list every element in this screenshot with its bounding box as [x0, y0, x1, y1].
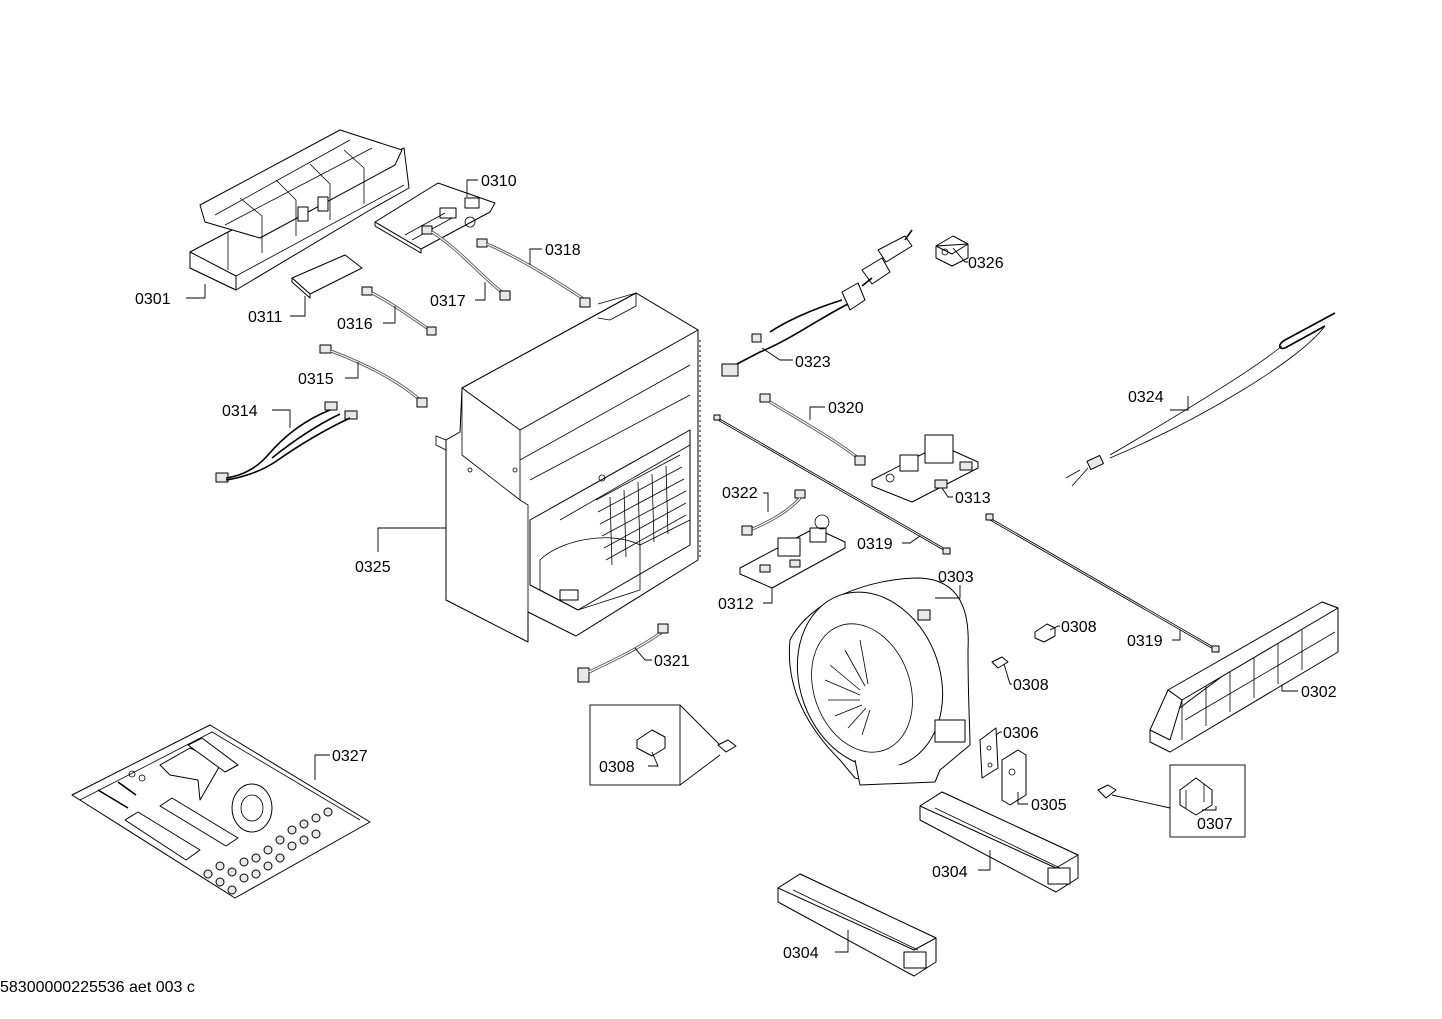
label-0323: 0323 [795, 354, 831, 371]
label-0312: 0312 [718, 596, 754, 613]
leader-0325 [377, 527, 446, 552]
label-0308b: 0308 [1013, 677, 1049, 694]
label-0326: 0326 [968, 255, 1004, 272]
leader-0303 [935, 585, 961, 599]
part-0305-bracket[interactable] [1001, 749, 1027, 806]
label-0301: 0301 [135, 291, 171, 308]
label-0320: 0320 [828, 400, 864, 417]
part-0325-oven-housing[interactable] [435, 292, 701, 643]
leader-0316 [383, 306, 396, 324]
part-0316-cable[interactable] [361, 286, 437, 336]
leader-0304a [978, 850, 991, 871]
part-0312-relay-board[interactable] [739, 514, 846, 589]
part-0317-cable[interactable] [421, 225, 511, 301]
label-0308c: 0308 [599, 759, 635, 776]
leader-0321 [634, 647, 652, 661]
leader-0308a [1049, 625, 1060, 631]
leader-0304b [835, 930, 849, 953]
screw-set [203, 807, 333, 895]
part-0303-fan-housing[interactable] [773, 571, 971, 788]
label-0314: 0314 [222, 403, 258, 420]
part-0302-duct-cover[interactable] [1149, 601, 1339, 753]
label-0324: 0324 [1128, 389, 1164, 406]
part-0301-duct-frame[interactable] [189, 129, 410, 291]
leader-0326 [952, 247, 968, 263]
leader-0322 [763, 492, 769, 512]
document-reference: 58300000225536 aet 003 c [0, 979, 195, 996]
part-0313-power-module[interactable] [871, 434, 979, 503]
leader-0302 [1281, 685, 1298, 692]
leader-0308c [648, 751, 659, 767]
part-0310-control-board[interactable] [374, 182, 496, 254]
label-0304a: 0304 [932, 864, 968, 881]
leader-0324 [1170, 396, 1189, 411]
label-0322: 0322 [722, 485, 758, 502]
leader-0315 [345, 362, 359, 379]
part-0324-temperature-sensor[interactable] [1065, 312, 1336, 487]
label-0318: 0318 [545, 242, 581, 259]
part-0307-clamp-detail[interactable] [1097, 764, 1246, 838]
label-0302: 0302 [1301, 684, 1337, 701]
label-0321: 0321 [654, 653, 690, 670]
leader-0308b [1003, 663, 1012, 685]
leader-0318 [529, 248, 542, 265]
part-0321-cable[interactable] [577, 623, 669, 683]
leader-0317 [475, 282, 486, 301]
part-0308-clip-a[interactable] [1034, 623, 1056, 643]
part-0319-lead-upper[interactable] [713, 414, 951, 555]
part-0314-harness[interactable] [215, 401, 358, 483]
leader-0327 [314, 754, 330, 780]
label-0316: 0316 [337, 316, 373, 333]
label-0319b: 0319 [1127, 633, 1163, 650]
part-0315-cable[interactable] [319, 344, 428, 408]
part-0323-power-cable[interactable] [721, 229, 913, 377]
chassis-mesh [595, 454, 687, 566]
part-0319-lead-lower[interactable] [985, 513, 1220, 653]
leader-0323 [761, 347, 793, 361]
leader-0314 [272, 409, 291, 428]
part-0308-clip-b[interactable] [991, 656, 1009, 669]
leader-0312 [763, 588, 773, 604]
part-0311-cover-plate[interactable] [291, 254, 363, 299]
part-0327-accessory-kit[interactable] [71, 724, 371, 899]
label-0325: 0325 [355, 559, 391, 576]
leader-0306 [995, 731, 1002, 736]
label-0313: 0313 [955, 490, 991, 507]
leader-0319a [902, 535, 921, 544]
label-0327: 0327 [332, 748, 368, 765]
label-0311: 0311 [248, 309, 283, 326]
label-0317: 0317 [430, 293, 466, 310]
leader-0305 [1017, 792, 1028, 805]
label-0303: 0303 [938, 569, 974, 586]
leader-0313 [941, 487, 953, 498]
leader-0307 [1202, 806, 1217, 811]
leader-0320 [809, 406, 825, 420]
label-0308a: 0308 [1061, 619, 1097, 636]
label-0306: 0306 [1003, 725, 1039, 742]
leader-0310 [466, 179, 478, 197]
part-0304-tray-upper[interactable] [919, 791, 1079, 893]
label-0305: 0305 [1031, 797, 1067, 814]
leader-0311 [290, 296, 306, 317]
part-0318-cable[interactable] [476, 238, 591, 308]
fan-blades [824, 639, 871, 736]
part-0322-cable[interactable] [741, 489, 806, 536]
part-0326-bracket[interactable] [935, 235, 969, 267]
leader-0301 [186, 284, 206, 299]
part-0308-clip-c-detail[interactable] [589, 704, 737, 786]
label-0310: 0310 [481, 173, 517, 190]
label-0315: 0315 [298, 371, 334, 388]
label-0307: 0307 [1197, 816, 1233, 833]
label-0319a: 0319 [857, 536, 893, 553]
part-0306-plate[interactable] [979, 727, 999, 779]
leader-0319b [1172, 630, 1181, 641]
part-0320-cable[interactable] [759, 393, 866, 466]
part-0304-tray-lower[interactable] [777, 873, 937, 977]
label-0304b: 0304 [783, 945, 819, 962]
